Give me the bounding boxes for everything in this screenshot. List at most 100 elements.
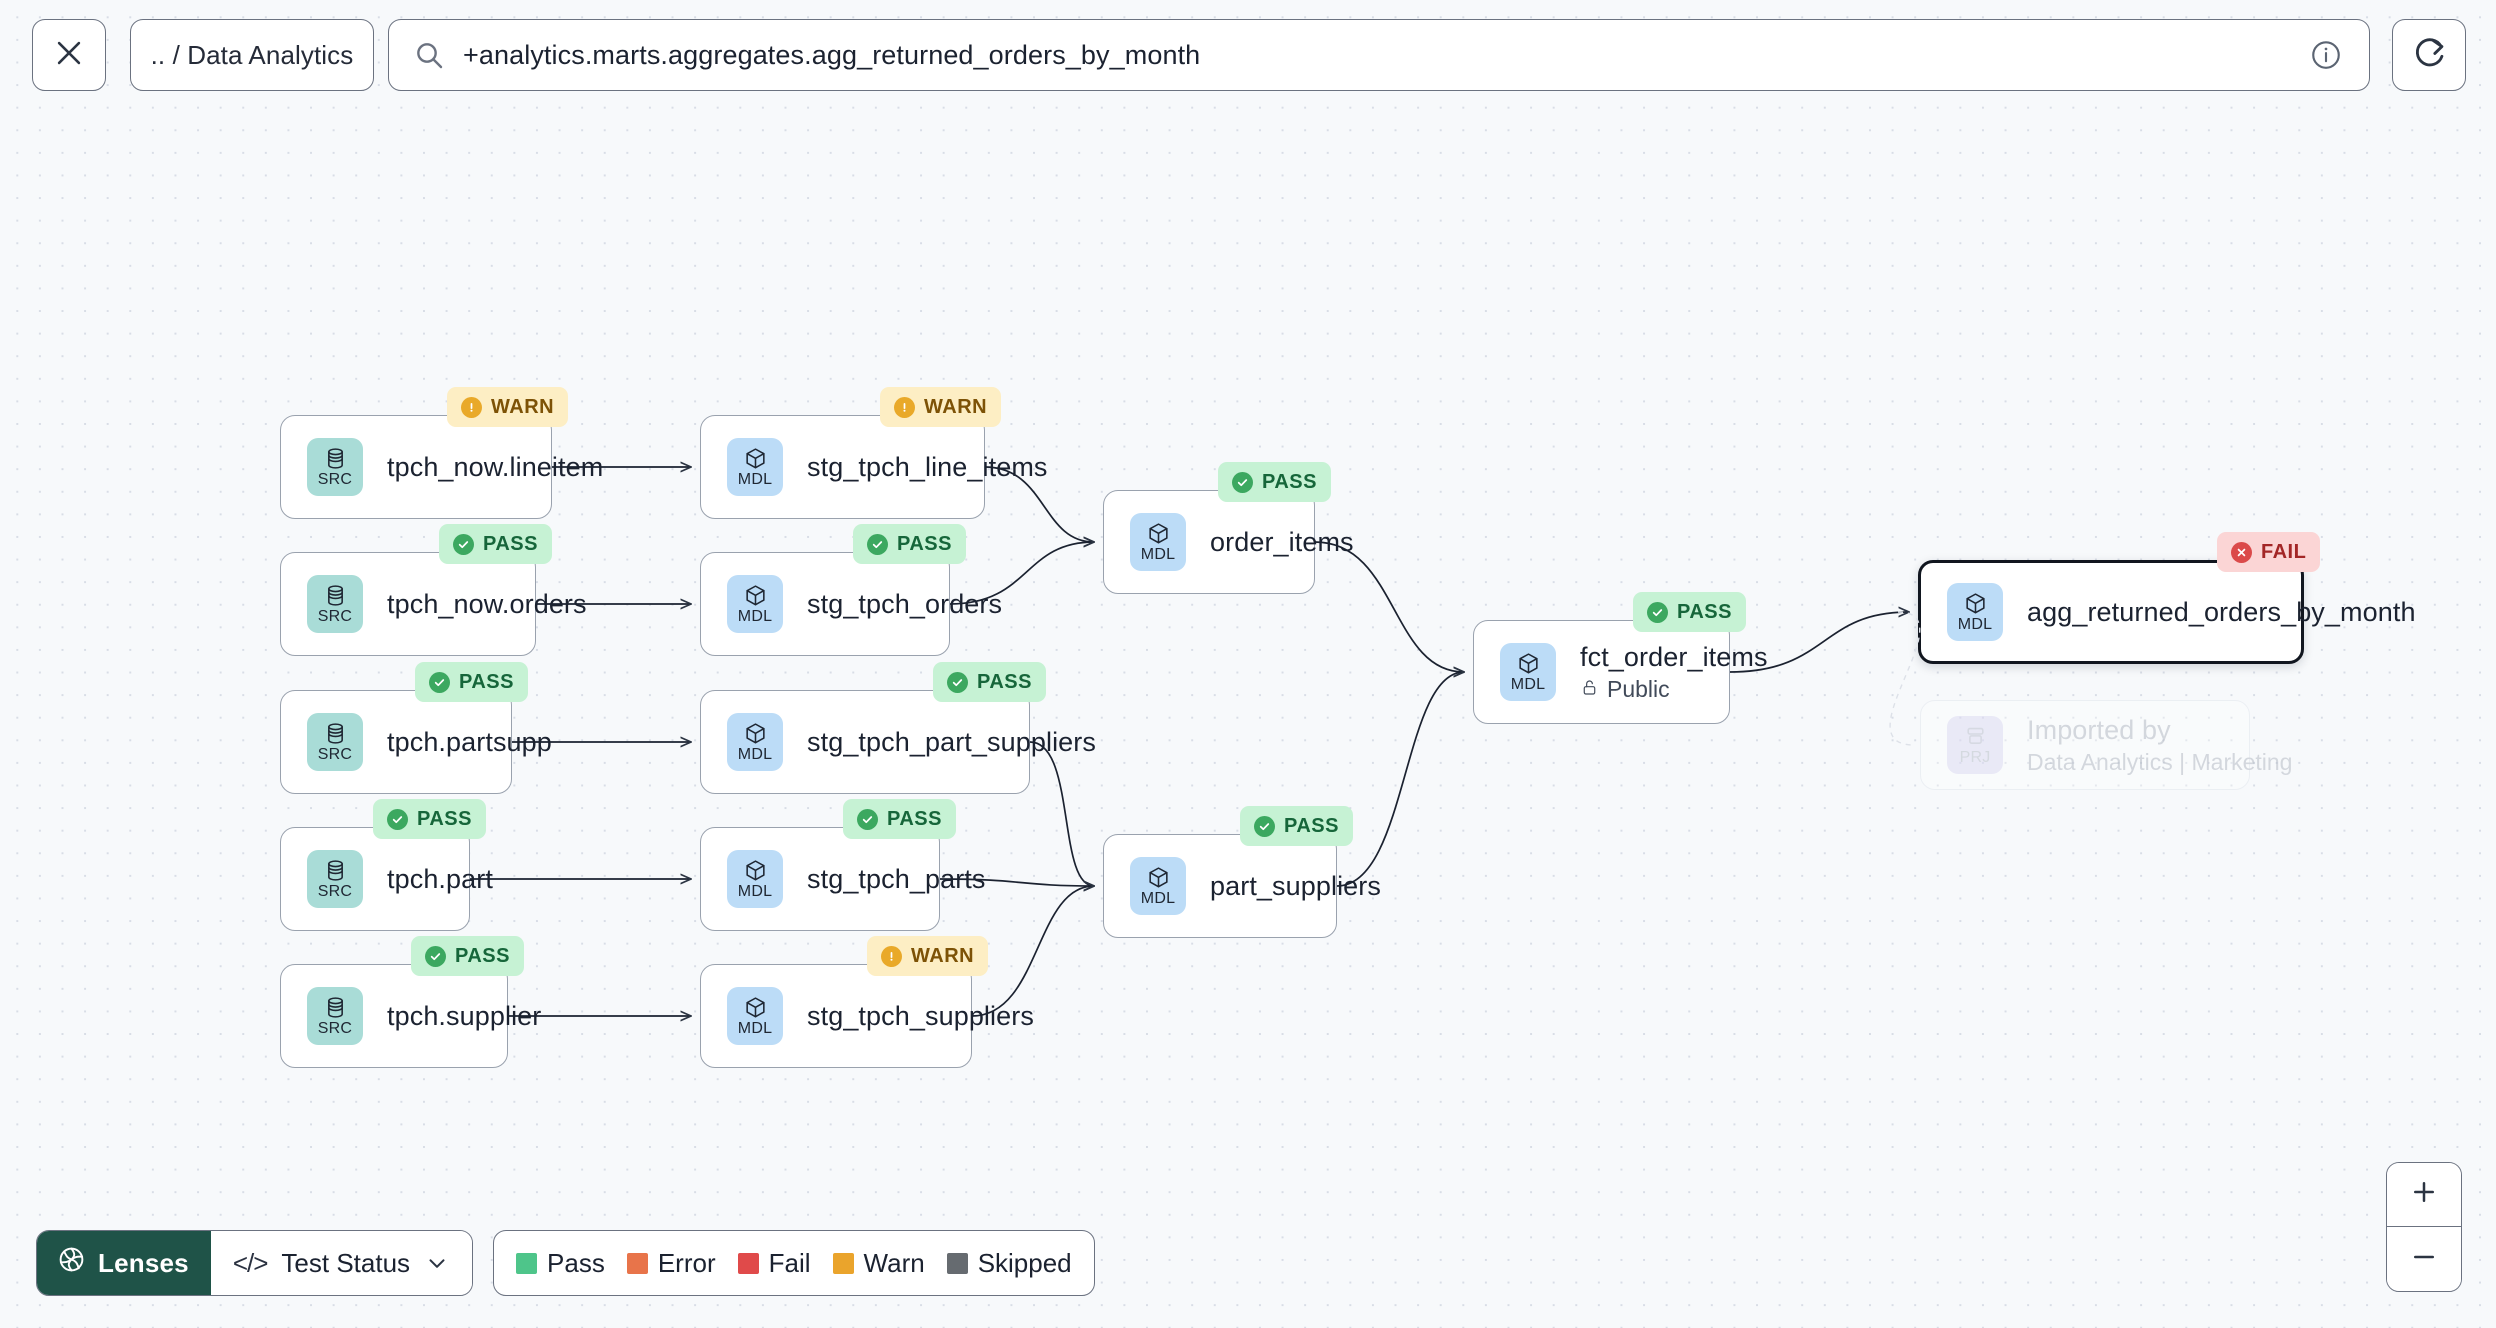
- top-toolbar: .. / Data Analytics +analytics.marts.agg…: [0, 0, 2496, 110]
- node-kind-label: MDL: [1957, 616, 1993, 633]
- search-input[interactable]: +analytics.marts.aggregates.agg_returned…: [463, 39, 1201, 70]
- warn-status-icon: [461, 396, 482, 418]
- legend-item-pass[interactable]: Pass: [516, 1248, 605, 1279]
- legend-swatch-icon: [946, 1252, 968, 1274]
- node-text-block: stg_tpch_suppliers: [807, 1001, 1034, 1031]
- graph-node-order_items[interactable]: MDL order_items: [1103, 490, 1354, 594]
- node-subtitle-text: Data Analytics | Marketing: [2027, 748, 2293, 775]
- pass-status-icon: [387, 808, 408, 830]
- refresh-button[interactable]: [2392, 19, 2466, 91]
- info-circle-icon[interactable]: [2309, 38, 2343, 72]
- node-kind-label: MDL: [737, 1020, 773, 1037]
- node-title: stg_tpch_orders: [807, 588, 1003, 619]
- close-button[interactable]: [32, 19, 106, 91]
- legend-label: Error: [657, 1247, 716, 1278]
- status-badge-stg_part_supp[interactable]: PASS: [933, 662, 1046, 702]
- lenses-button[interactable]: Lenses: [37, 1231, 211, 1295]
- legend-item-skipped[interactable]: Skipped: [946, 1247, 1072, 1279]
- mdl-type-chip: MDL: [1947, 583, 2003, 641]
- node-kind-label: PRJ: [1959, 749, 1991, 766]
- status-badge-src_orders[interactable]: PASS: [439, 524, 552, 564]
- edge-stg_part_supp-to-part_suppliers: [1029, 741, 1094, 886]
- node-kind-label: MDL: [737, 608, 773, 625]
- status-badge-agg_returned[interactable]: FAIL: [2217, 532, 2321, 572]
- status-badge-label: WARN: [491, 395, 555, 418]
- test-status-dropdown[interactable]: </> Test Status: [210, 1231, 473, 1295]
- legend-label: Fail: [768, 1247, 811, 1278]
- database-icon: [323, 858, 348, 883]
- lens-control-group: Lenses </> Test Status: [36, 1230, 474, 1296]
- refresh-icon: [2411, 35, 2447, 76]
- status-badge-stg_line_items[interactable]: WARN: [880, 387, 1002, 427]
- mdl-type-chip: MDL: [727, 713, 783, 771]
- status-legend: Pass Error Fail Warn Skipped: [493, 1230, 1095, 1296]
- node-kind-label: MDL: [737, 746, 773, 763]
- edge-order_items-to-fct_order_items: [1314, 541, 1464, 672]
- node-text-block: stg_tpch_line_items: [807, 452, 1048, 482]
- pass-status-icon: [1647, 601, 1668, 623]
- breadcrumb[interactable]: .. / Data Analytics: [130, 19, 374, 91]
- node-kind-label: MDL: [1140, 546, 1176, 563]
- legend-item-error[interactable]: Error: [626, 1247, 716, 1279]
- legend-label: Skipped: [977, 1247, 1072, 1278]
- status-badge-part_suppliers[interactable]: PASS: [1240, 806, 1353, 846]
- status-badge-label: FAIL: [2261, 540, 2307, 563]
- node-title: fct_order_items: [1580, 641, 1768, 672]
- status-badge-src_supplier[interactable]: PASS: [411, 936, 524, 976]
- cube-icon: [743, 583, 768, 608]
- src-type-chip: SRC: [307, 850, 363, 908]
- legend-swatch-icon: [737, 1252, 759, 1274]
- node-kind-label: MDL: [737, 883, 773, 900]
- node-kind-label: MDL: [1140, 890, 1176, 907]
- mdl-type-chip: MDL: [727, 575, 783, 633]
- status-badge-label: PASS: [1262, 470, 1317, 493]
- zoom-out-button[interactable]: [2387, 1227, 2461, 1291]
- aperture-icon: [57, 1245, 86, 1281]
- status-badge-label: PASS: [887, 807, 942, 830]
- legend-item-warn[interactable]: Warn: [832, 1247, 925, 1279]
- status-badge-src_partsupp[interactable]: PASS: [415, 662, 528, 702]
- node-text-block: order_items: [1210, 527, 1354, 557]
- status-badge-src_lineitem[interactable]: WARN: [447, 387, 569, 427]
- graph-node-stg_orders[interactable]: MDL stg_tpch_orders: [700, 552, 1002, 656]
- cube-icon: [743, 721, 768, 746]
- warn-status-icon: [881, 945, 902, 967]
- test-status-label: Test Status: [281, 1247, 411, 1278]
- status-badge-stg_parts[interactable]: PASS: [843, 799, 956, 839]
- search-bar[interactable]: +analytics.marts.aggregates.agg_returned…: [388, 19, 2370, 91]
- legend-item-fail[interactable]: Fail: [737, 1247, 811, 1279]
- status-badge-stg_suppliers[interactable]: WARN: [867, 936, 989, 976]
- node-text-block: stg_tpch_orders: [807, 589, 1002, 619]
- node-kind-label: MDL: [1510, 676, 1546, 693]
- mdl-type-chip: MDL: [1130, 513, 1186, 571]
- status-badge-label: WARN: [911, 944, 975, 967]
- status-badge-order_items[interactable]: PASS: [1218, 462, 1331, 502]
- legend-label: Warn: [863, 1247, 925, 1278]
- bottom-toolbar: Lenses </> Test Status Pass Error Fail Warn…: [36, 1230, 1095, 1296]
- node-kind-label: SRC: [317, 746, 353, 763]
- zoom-in-button[interactable]: [2387, 1163, 2461, 1227]
- status-badge-label: PASS: [417, 807, 472, 830]
- status-badge-stg_orders[interactable]: PASS: [853, 524, 966, 564]
- cube-icon: [1963, 591, 1988, 616]
- node-kind-label: SRC: [317, 883, 353, 900]
- src-type-chip: SRC: [307, 713, 363, 771]
- graph-node-stg_suppliers[interactable]: MDL stg_tpch_suppliers: [700, 964, 1034, 1068]
- pass-status-icon: [857, 808, 878, 830]
- status-badge-src_part[interactable]: PASS: [373, 799, 486, 839]
- zoom-controls: [2386, 1162, 2462, 1292]
- minus-icon: [2409, 1242, 2439, 1277]
- edge-stg_line_items-to-order_items: [984, 466, 1094, 542]
- status-badge-fct_order_items[interactable]: PASS: [1633, 592, 1746, 632]
